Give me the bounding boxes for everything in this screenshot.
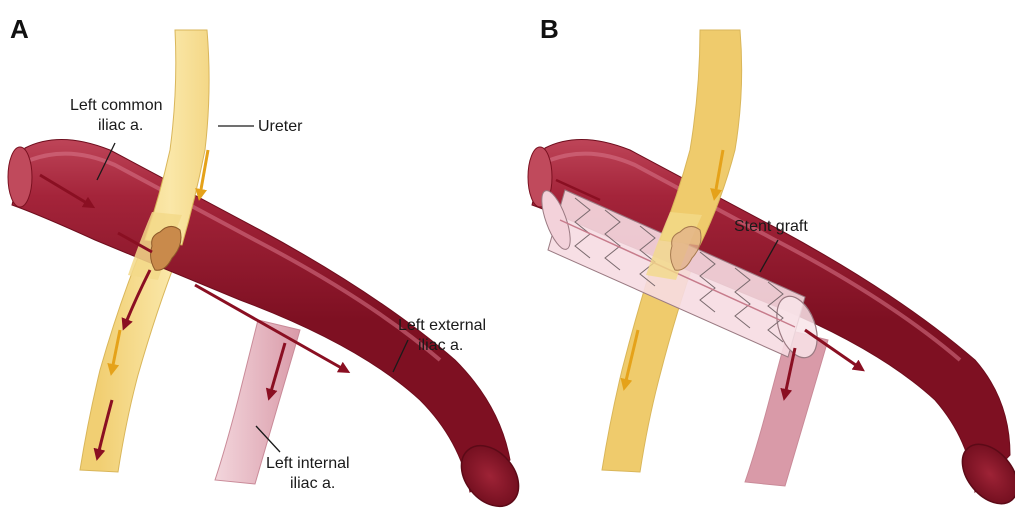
label-ureter: Ureter <box>258 118 303 135</box>
artery-proximal-end <box>8 147 32 207</box>
label-left-internal-iliac-line1: Left internal <box>266 455 350 472</box>
label-left-common-iliac-line1: Left common <box>70 97 162 114</box>
panel-b: B <box>528 14 1015 510</box>
label-left-internal-iliac-line2: iliac a. <box>290 475 335 492</box>
panel-a-letter: A <box>10 14 29 44</box>
panel-b-letter: B <box>540 14 559 44</box>
label-stent-graft: Stent graft <box>734 218 808 235</box>
label-left-external-iliac-line1: Left external <box>398 317 486 334</box>
panel-a: A Left common iliac a. <box>8 14 530 510</box>
label-left-common-iliac-line2: iliac a. <box>98 117 143 134</box>
label-left-external-iliac-line2: iliac a. <box>418 337 463 354</box>
